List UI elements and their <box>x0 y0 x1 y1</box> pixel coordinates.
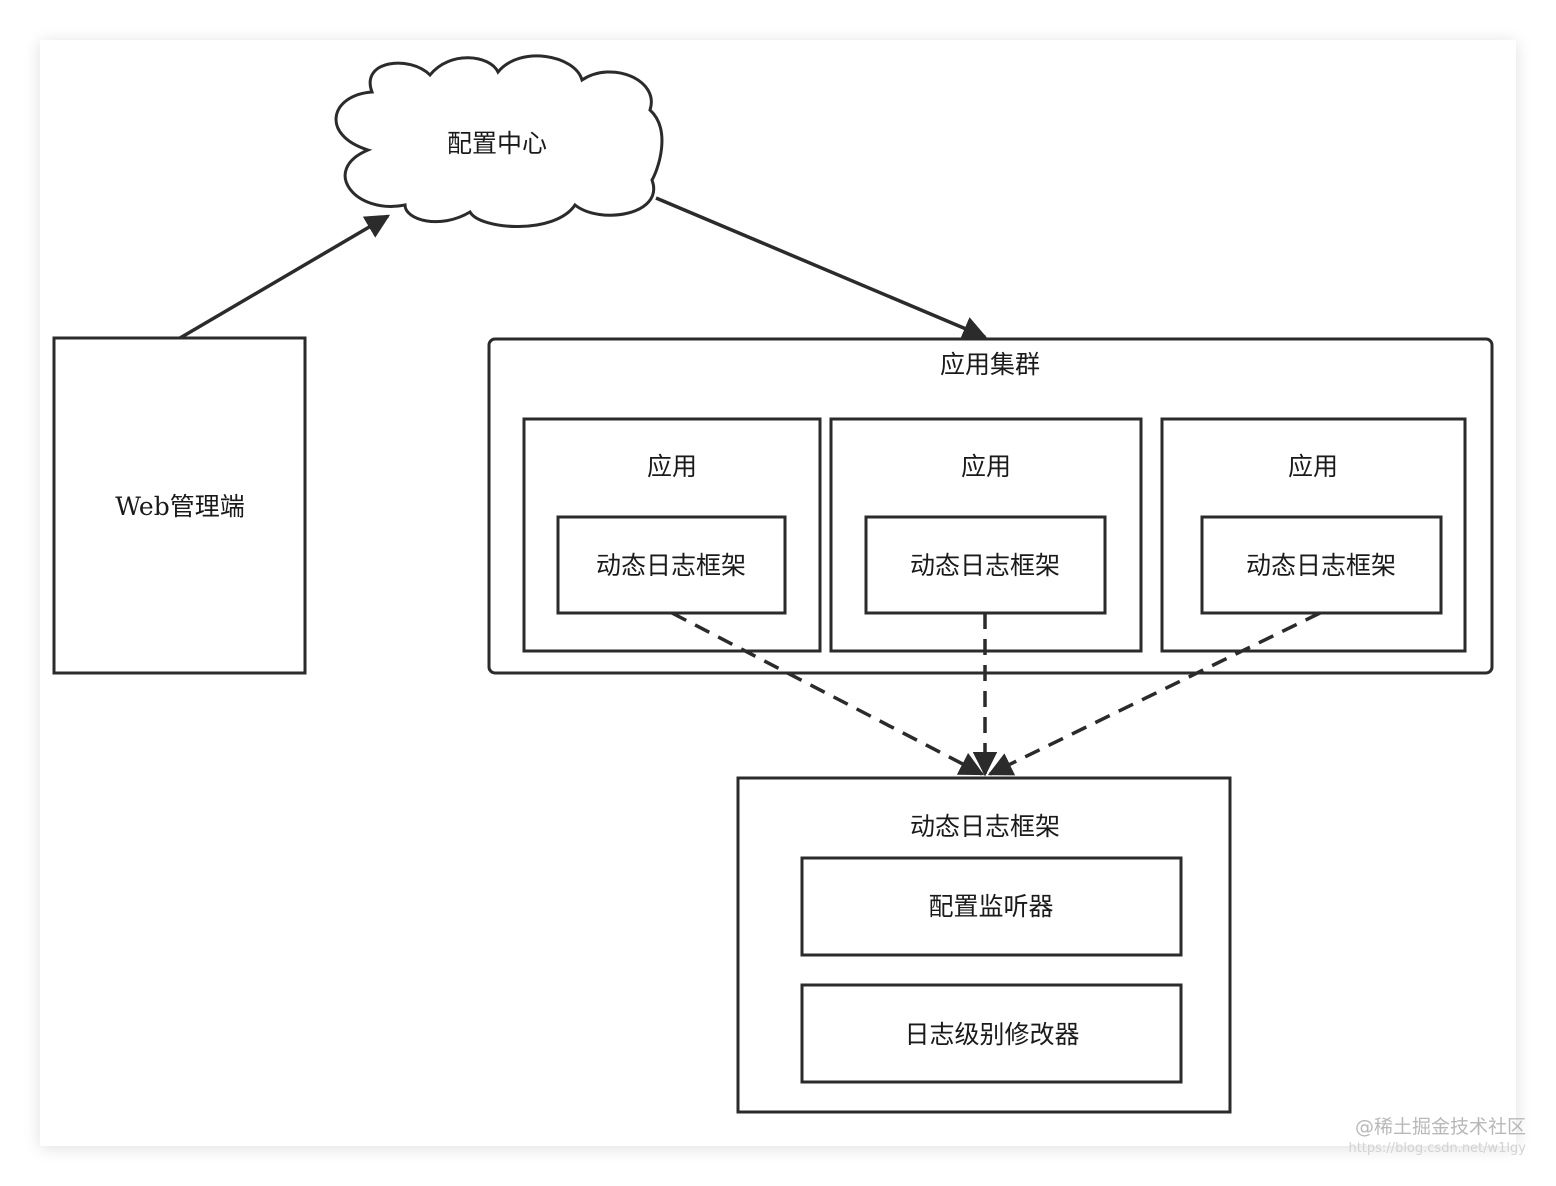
watermark: @稀土掘金技术社区 https://blog.csdn.net/w1lgy <box>1348 1112 1526 1156</box>
app-node-2: 应用 动态日志框架 <box>829 417 1143 653</box>
config-center-label: 配置中心 <box>447 129 547 158</box>
edge-web-admin-to-config-center <box>179 214 391 340</box>
cloud-shape <box>334 54 664 228</box>
framework-label-2: 动态日志框架 <box>910 551 1060 580</box>
config-listener-box <box>800 856 1183 957</box>
app-node-3: 应用 动态日志框架 <box>1160 417 1467 653</box>
web-admin-box <box>52 336 307 675</box>
framework-box-3 <box>1200 515 1443 615</box>
app-node-1: 应用 动态日志框架 <box>522 417 822 653</box>
edge-framework-1-to-detail <box>671 611 985 776</box>
framework-label-1: 动态日志框架 <box>596 551 746 580</box>
framework-detail-title: 动态日志框架 <box>910 812 1060 841</box>
watermark-sub: https://blog.csdn.net/w1lgy <box>1348 1141 1526 1156</box>
framework-box-1 <box>556 515 787 615</box>
edge-config-center-to-app-cluster <box>655 196 988 340</box>
app-cluster-label: 应用集群 <box>940 350 1040 379</box>
web-admin-label: Web管理端 <box>115 492 244 521</box>
framework-box-2 <box>864 515 1107 615</box>
app-label-3: 应用 <box>1288 452 1338 481</box>
config-listener-label: 配置监听器 <box>928 892 1053 921</box>
app-label-2: 应用 <box>961 452 1011 481</box>
config-center-node: 配置中心 <box>334 54 664 228</box>
framework-label-3: 动态日志框架 <box>1246 551 1396 580</box>
app-label-1: 应用 <box>647 452 697 481</box>
app-cluster-node: 应用集群 应用 动态日志框架 应用 动态日志框架 应用 动态日志框架 <box>487 337 1494 675</box>
edge-framework-3-to-detail <box>987 611 1321 776</box>
framework-detail-node: 动态日志框架 配置监听器 日志级别修改器 <box>736 776 1232 1114</box>
log-level-modifier-label: 日志级别修改器 <box>904 1020 1079 1049</box>
log-level-modifier-box <box>800 983 1183 1084</box>
watermark-main: @稀土掘金技术社区 <box>1354 1116 1526 1138</box>
web-admin-node: Web管理端 <box>52 336 307 675</box>
